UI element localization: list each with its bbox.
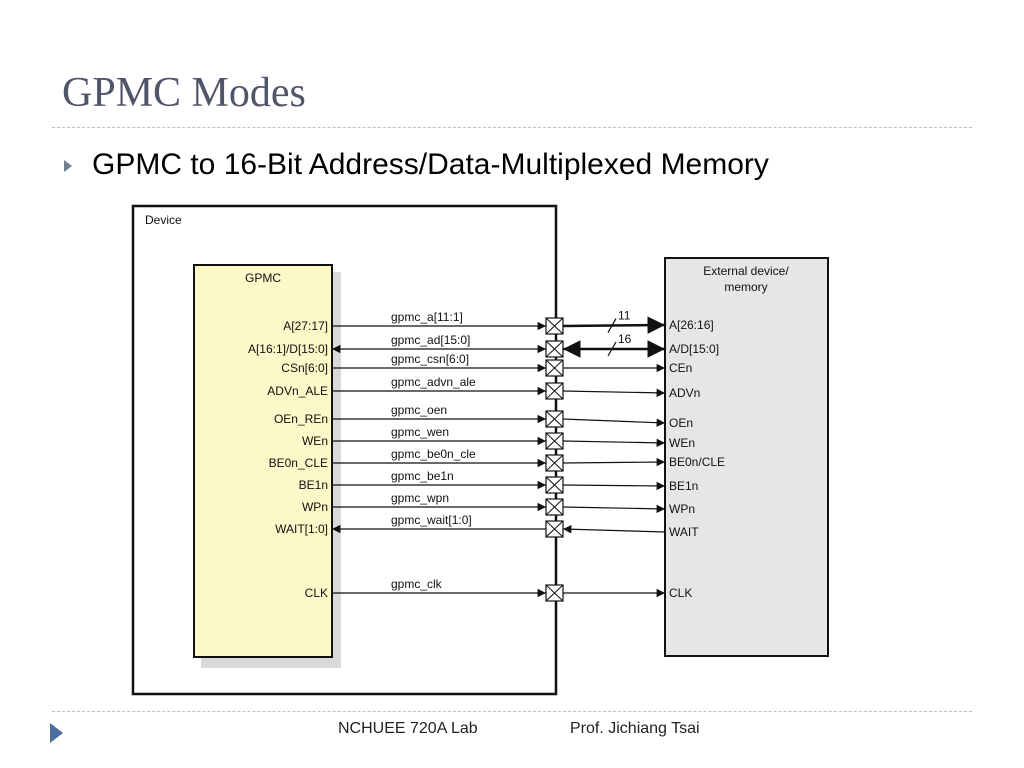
ext-pin-label: WEn	[669, 436, 695, 450]
pad-cross	[545, 359, 564, 377]
pad-cross	[545, 584, 564, 602]
gpmc-pin-label: WEn	[302, 434, 328, 448]
signal-row: A[16:1]/D[15:0] gpmc_ad[15:0] 16A/D[15:0]	[248, 332, 719, 358]
gpmc-pin-label: WPn	[302, 500, 328, 514]
wire-label: gpmc_clk	[391, 577, 443, 591]
gpmc-pin-label: CSn[6:0]	[281, 361, 328, 375]
ext-pin-label: CLK	[669, 586, 692, 600]
ext-pin-label: A[26:16]	[669, 318, 714, 332]
signal-row: CSn[6:0] gpmc_csn[6:0] CEn	[281, 352, 692, 377]
gpmc-pin-label: ADVn_ALE	[267, 384, 328, 398]
pad-cross	[545, 382, 564, 400]
pad-cross	[545, 520, 564, 538]
ext-pin-label: A/D[15:0]	[669, 342, 719, 356]
gpmc-pin-label: CLK	[305, 586, 328, 600]
signal-row: A[27:17] gpmc_a[11:1] 11A[26:16]	[283, 309, 714, 335]
wire-label: gpmc_wait[1:0]	[391, 513, 472, 527]
wire-label: gpmc_csn[6:0]	[391, 352, 469, 366]
external-device-block	[664, 257, 829, 657]
ext-wire-line	[562, 418, 666, 427]
wire-label: gpmc_ad[15:0]	[391, 333, 470, 347]
bus-slash	[607, 341, 617, 357]
signal-row: WAIT[1:0] gpmc_wait[1:0] WAIT	[275, 513, 699, 539]
external-label-line1: External device/	[703, 264, 789, 278]
ext-wire-line	[562, 481, 666, 491]
wire-label: gpmc_be0n_cle	[391, 447, 476, 461]
ext-wire-line	[562, 457, 666, 467]
ext-pin-label: BE1n	[669, 479, 698, 493]
footer-lab: NCHUEE 720A Lab	[338, 720, 478, 737]
title-divider	[52, 127, 972, 128]
wire-label: gpmc_advn_ale	[391, 375, 476, 389]
wire-label: gpmc_oen	[391, 403, 447, 417]
gpmc-block	[193, 264, 333, 658]
footer-professor: Prof. Jichiang Tsai	[570, 720, 700, 737]
wire-label: gpmc_a[11:1]	[391, 310, 463, 324]
wire-label: gpmc_wen	[391, 425, 449, 439]
ext-wire-line	[562, 438, 666, 448]
pad-cross	[545, 454, 564, 472]
ext-pin-label: BE0n/CLE	[669, 455, 725, 469]
signal-layer: A[27:17]gpmc_a[11:1]11A[26:16]A[16:1]/D[…	[248, 309, 725, 602]
ext-wire-line	[562, 504, 666, 514]
footer-arrow-icon	[50, 723, 63, 743]
pad-cross	[545, 410, 564, 428]
bullet-arrow-icon	[64, 160, 72, 172]
bus-width-label: 11	[618, 309, 631, 323]
ext-pin-label: OEn	[669, 416, 693, 430]
slide-title: GPMC Modes	[62, 70, 306, 116]
wire-label: gpmc_wpn	[391, 491, 449, 505]
gpmc-pin-label: OEn_REn	[274, 412, 328, 426]
bus-slash	[607, 318, 617, 333]
pad-cross	[545, 317, 564, 335]
ext-pin-label: WAIT	[669, 525, 699, 539]
gpmc-pin-label: BE1n	[299, 478, 328, 492]
pad-cross	[545, 340, 564, 358]
ext-wire-line	[562, 525, 666, 534]
pad-cross	[545, 498, 564, 516]
ext-pin-label: ADVn	[669, 386, 700, 400]
ext-pin-label: WPn	[669, 502, 695, 516]
bullet-text: GPMC to 16-Bit Address/Data-Multiplexed …	[92, 148, 769, 181]
ext-wire-line	[562, 388, 666, 398]
footer-divider	[52, 711, 972, 712]
pad-cross	[545, 476, 564, 494]
pad-cross	[545, 432, 564, 450]
gpmc-pin-label: A[16:1]/D[15:0]	[248, 342, 328, 356]
wire-label: gpmc_be1n	[391, 469, 454, 483]
ext-wire-line	[562, 316, 666, 334]
ext-pin-label: CEn	[669, 361, 692, 375]
gpmc-pin-label: A[27:17]	[283, 319, 328, 333]
external-label-line2: memory	[724, 280, 767, 294]
bus-width-label: 16	[618, 332, 632, 346]
gpmc-pin-label: WAIT[1:0]	[275, 522, 328, 536]
gpmc-pin-label: BE0n_CLE	[269, 456, 328, 470]
gpmc-label: GPMC	[245, 271, 281, 285]
device-label: Device	[145, 213, 182, 227]
